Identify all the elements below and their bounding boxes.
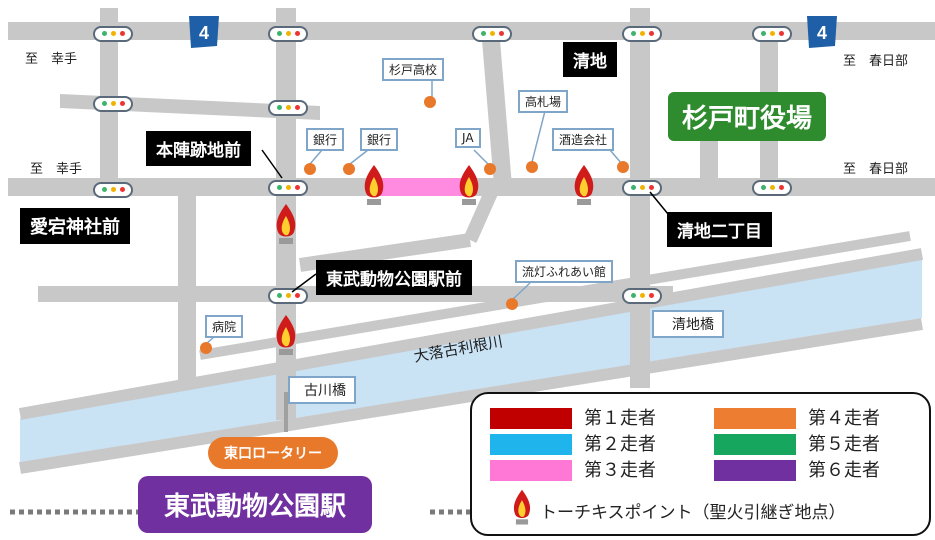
- traffic-signal-icon: [268, 26, 308, 42]
- legend-swatch-runner3: [490, 460, 572, 481]
- landmark-sake-brewery: 酒造会社: [552, 128, 615, 151]
- landmark-pin-icon: [526, 161, 538, 173]
- torch-icon: [513, 489, 531, 525]
- legend-label-runner5: 第５走者: [808, 434, 880, 455]
- intersection-kiyoji-nichome: 清地二丁目: [667, 212, 772, 247]
- road-v-townhall: [700, 136, 718, 186]
- legend-label-runner4: 第４走者: [808, 408, 880, 429]
- intersection-honjin: 本陣跡地前: [146, 131, 251, 166]
- road-v-kiyoji-left: [482, 40, 512, 186]
- landmark-sugito-high: 杉戸高校: [382, 58, 445, 81]
- legend-swatch-runner6: [714, 460, 796, 481]
- legend-label-runner6: 第６走者: [808, 460, 880, 481]
- torch-icon: [364, 165, 384, 205]
- legend-swatch-runner5: [714, 434, 796, 455]
- landmark-pin-icon: [424, 96, 436, 108]
- traffic-signal-icon: [93, 96, 133, 112]
- landmark-pin-icon: [200, 342, 212, 354]
- landmark-pin-icon: [484, 163, 496, 175]
- river: [20, 258, 922, 462]
- landmark-pin-icon: [304, 163, 316, 175]
- road-v-kiyoji: [630, 8, 650, 388]
- landmark-ja: JA: [455, 128, 481, 148]
- intersection-kiyoji: 清地: [563, 42, 617, 77]
- svg-text:4: 4: [199, 23, 209, 43]
- legend: 第１走者 第２走者 第３走者 第４走者 第５走者 第６走者 トーチキスポイント（…: [470, 392, 931, 536]
- legend-swatch-runner1: [490, 408, 572, 429]
- landmark-bank1: 銀行: [306, 128, 345, 151]
- torch-icon: [276, 204, 296, 244]
- landmark-pin-icon: [506, 298, 518, 310]
- bridge-kiyoji: 清地橋: [652, 310, 724, 338]
- legend-label-runner1: 第１走者: [584, 408, 656, 429]
- river-bank-upper: [18, 248, 924, 420]
- traffic-signal-icon: [93, 182, 133, 198]
- torch-icon: [276, 315, 296, 355]
- town-hall-label: 杉戸町役場: [668, 92, 827, 141]
- traffic-signal-icon: [268, 288, 308, 304]
- direction-kasukabe-mid: 至 春日部: [843, 162, 909, 177]
- east-rotary-label: 東口ロータリー: [208, 437, 338, 469]
- direction-satte-mid: 至 幸手: [30, 162, 83, 177]
- road-route4: [8, 22, 935, 40]
- route4-shield-left: 4: [189, 16, 219, 48]
- route4-shield-right: 4: [807, 16, 837, 48]
- intersection-station-mae: 東武動物公園駅前: [316, 260, 472, 295]
- landmark-hospital: 病院: [205, 315, 244, 338]
- route-runner3: [378, 178, 471, 196]
- bridge-furukawa: 古川橋: [288, 376, 356, 404]
- legend-swatch-runner4: [714, 408, 796, 429]
- traffic-signal-icon: [93, 26, 133, 42]
- torch-icon: [574, 165, 594, 205]
- traffic-signal-icon: [472, 26, 512, 42]
- direction-kasukabe-top: 至 春日部: [843, 54, 909, 69]
- station-label: 東武動物公園駅: [138, 476, 373, 533]
- traffic-signal-icon: [268, 100, 308, 116]
- traffic-signal-icon: [622, 288, 662, 304]
- direction-satte-top: 至 幸手: [25, 52, 78, 67]
- landmark-ryuto-hall: 流灯ふれあい館: [515, 260, 614, 283]
- traffic-signal-icon: [752, 180, 792, 196]
- landmark-takafudaba: 高札場: [518, 90, 569, 113]
- legend-label-runner2: 第２走者: [584, 434, 656, 455]
- landmark-pin-icon: [343, 163, 355, 175]
- road-ne-diag: [463, 183, 501, 243]
- legend-label-torch-kiss: トーチキスポイント（聖火引継ぎ地点）: [540, 503, 846, 523]
- traffic-signal-icon: [622, 180, 662, 196]
- traffic-signal-icon: [622, 26, 662, 42]
- legend-label-runner3: 第３走者: [584, 460, 656, 481]
- legend-swatch-runner2: [490, 434, 572, 455]
- river-bank-lower: [19, 318, 923, 474]
- landmark-bank2: 銀行: [360, 128, 399, 151]
- intersection-atago: 愛宕神社前: [20, 208, 130, 244]
- svg-text:4: 4: [817, 23, 827, 43]
- landmark-pin-icon: [617, 161, 629, 173]
- road-v-hospital: [178, 186, 196, 386]
- traffic-signal-icon: [268, 180, 308, 196]
- torch-icon: [459, 165, 479, 205]
- traffic-signal-icon: [752, 26, 792, 42]
